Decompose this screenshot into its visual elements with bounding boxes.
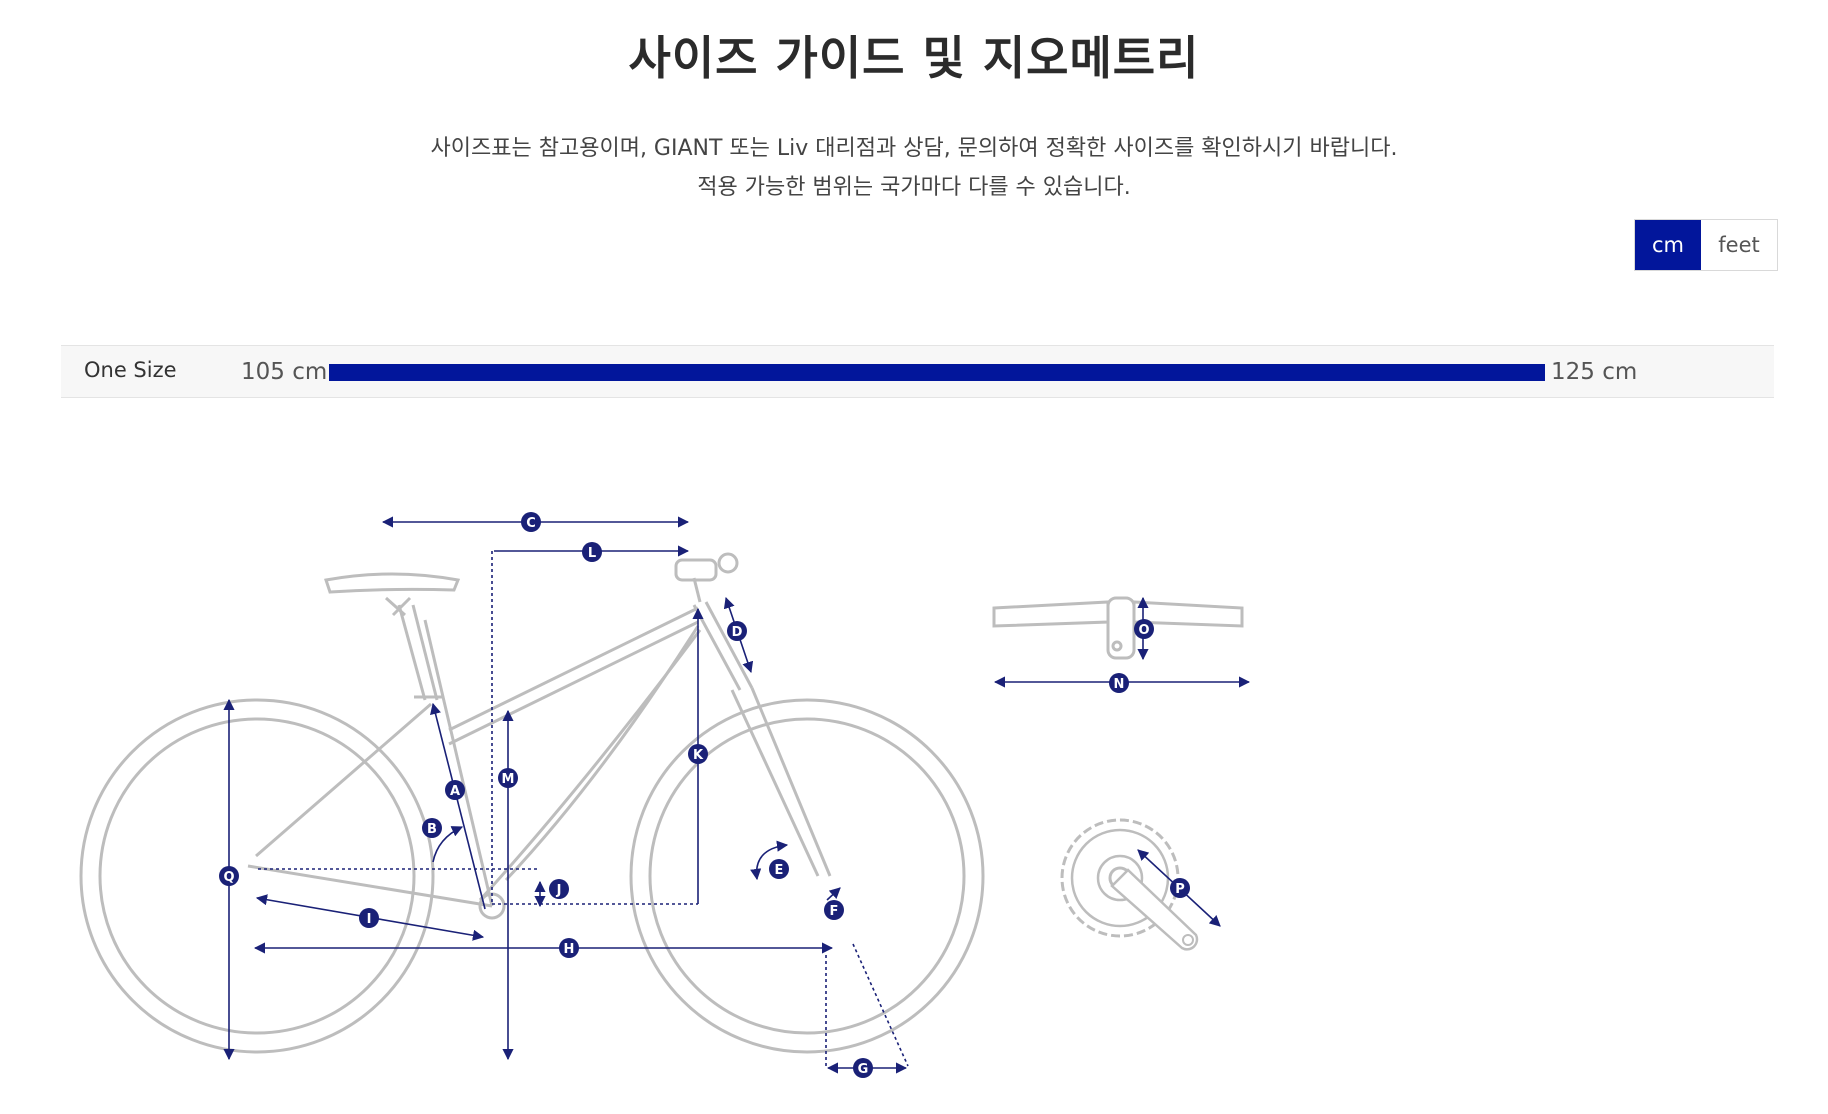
svg-text:N: N [1114,677,1125,692]
marker-n: N [1109,673,1129,693]
size-range-min: 105 cm [241,359,328,385]
bike-outline [79,552,985,1054]
marker-l: L [582,542,602,562]
marker-h: H [559,938,579,958]
size-guide-note: 적용 가능한 범위는 국가마다 다를 수 있습니다. [697,175,1131,200]
unit-cm-button[interactable]: cm [1635,220,1701,270]
marker-q: Q [219,866,239,886]
marker-o: O [1134,619,1154,639]
marker-b: B [422,818,442,838]
marker-e: E [769,859,789,879]
svg-text:F: F [830,904,839,919]
svg-text:E: E [775,863,784,878]
svg-text:O: O [1138,623,1149,638]
marker-d: D [727,621,747,641]
svg-text:I: I [367,912,372,927]
svg-text:L: L [588,546,596,561]
svg-text:J: J [556,883,562,898]
size-range-row: One Size 105 cm 125 cm [61,345,1774,398]
marker-m: M [498,768,518,788]
marker-j: J [549,879,569,899]
marker-g: G [853,1058,873,1078]
crank-detail-icon [1060,818,1221,951]
svg-text:D: D [732,625,743,640]
dimension-lines [223,516,909,1074]
marker-p: P [1170,878,1190,898]
svg-text:C: C [526,516,536,531]
marker-c: C [521,512,541,532]
marker-f: F [824,900,844,920]
page-title: 사이즈 가이드 및 지오메트리 [628,31,1200,85]
size-name: One Size [84,358,177,382]
size-guide-description: 사이즈표는 참고용이며, GIANT 또는 Liv 대리점과 상담, 문의하여 … [430,136,1398,161]
size-range-max: 125 cm [1551,359,1638,385]
unit-feet-button[interactable]: feet [1701,220,1777,270]
size-range-bar [329,364,1545,381]
svg-text:G: G [858,1062,869,1077]
geometry-diagram: A B C D E F G H I J K L M N O P Q [79,512,1251,1078]
svg-text:Q: Q [223,870,234,885]
geometry-markers: A B C D E F G H I J K L M N O P Q [219,512,1190,1078]
marker-a: A [445,780,465,800]
unit-toggle: cm feet [1634,219,1778,271]
svg-text:P: P [1175,882,1185,897]
svg-text:K: K [693,748,704,763]
svg-text:B: B [427,822,437,837]
svg-text:H: H [564,942,575,957]
marker-i: I [359,908,379,928]
handlebar-detail-icon [992,596,1251,688]
svg-text:M: M [502,772,515,787]
svg-text:A: A [450,784,460,799]
marker-k: K [688,744,708,764]
